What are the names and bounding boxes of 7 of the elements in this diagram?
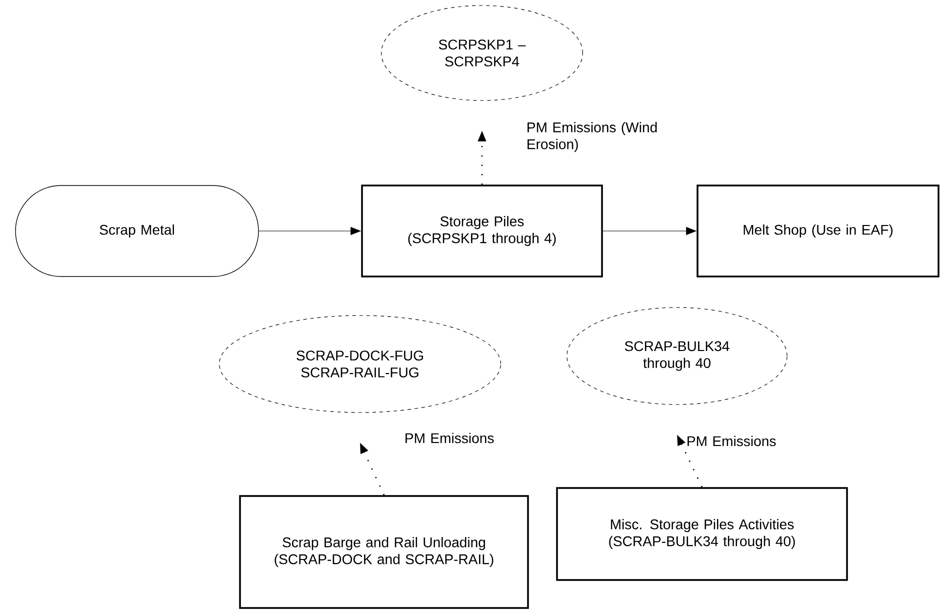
edge-label: PM Emissions (Wind Erosion) [528, 122, 657, 152]
process-box: Storage Piles (SCRPSKP1 through 4) [361, 184, 603, 278]
process-box: Misc. Storage Piles Activities (SCRAP-BULK34 through 40) [556, 487, 848, 581]
edge-label: PM Emissions [406, 432, 494, 444]
process-box: Scrap Barge and Rail Unloading (SCRAP-DOCK and SCRAP-RAIL) [239, 495, 529, 609]
process-box: Melt Shop (Use in EAF) [696, 184, 940, 278]
edge-label: PM Emissions [688, 436, 776, 446]
